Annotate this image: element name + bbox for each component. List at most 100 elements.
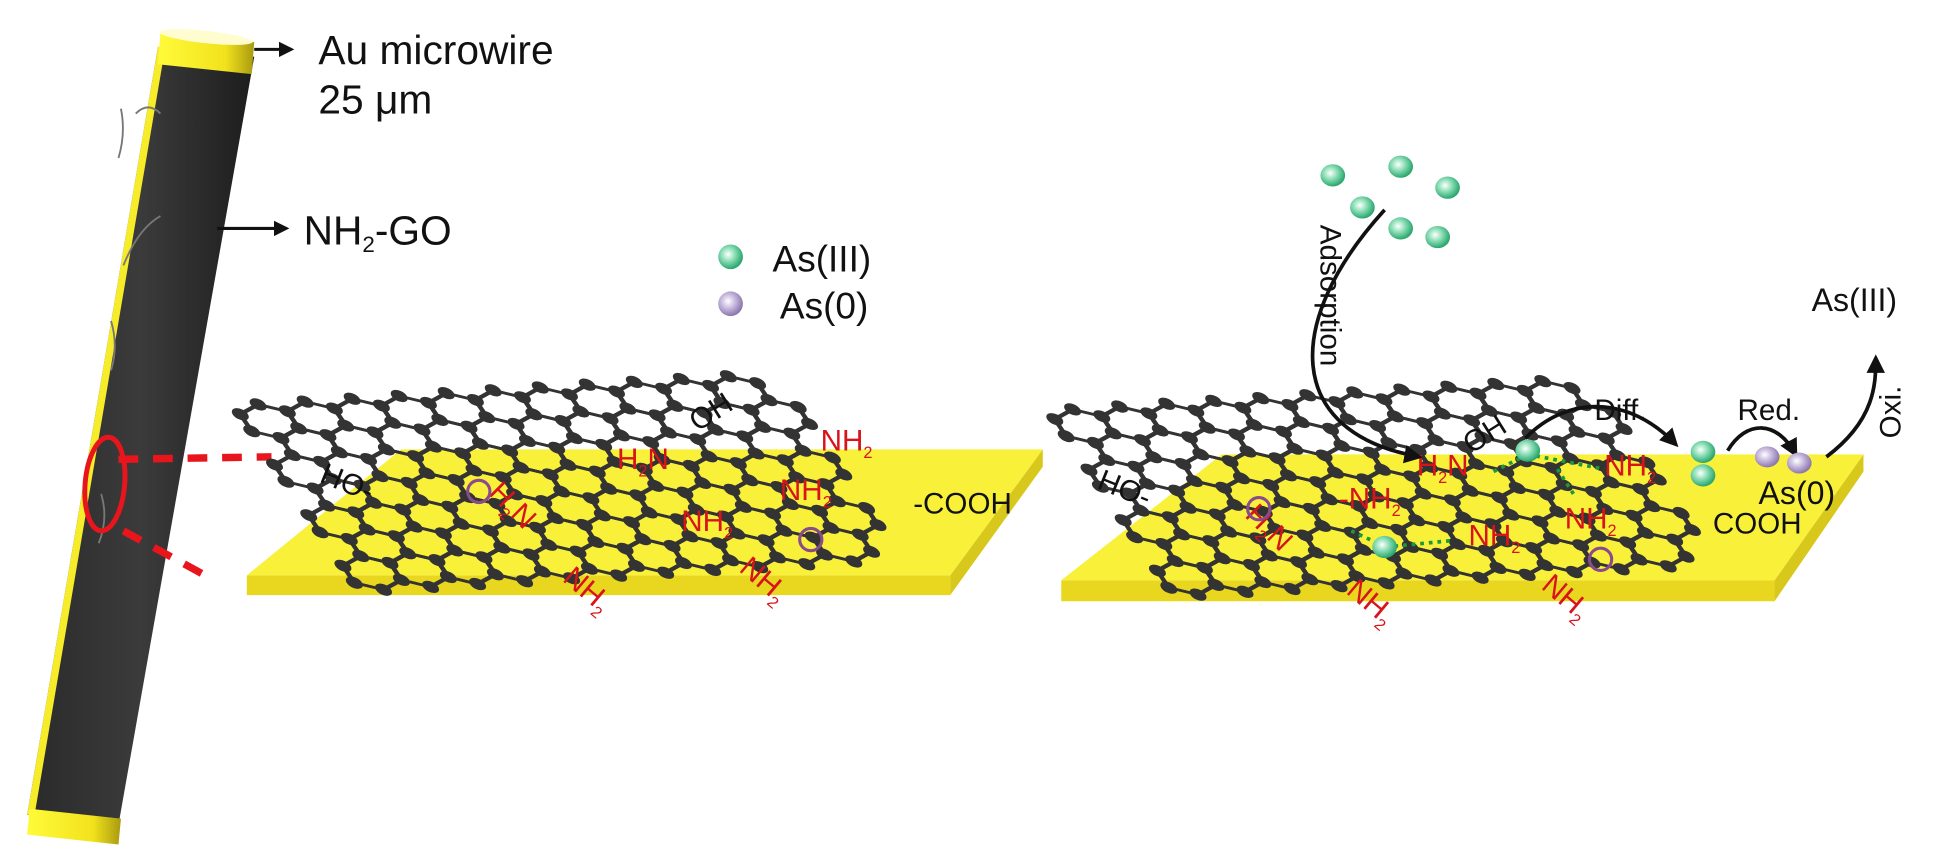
carbon-atom: [565, 431, 583, 445]
carbon-atom: [722, 553, 740, 567]
carbon-atom: [1542, 532, 1560, 545]
carbon-atom: [494, 471, 512, 484]
carbon-atom: [1315, 449, 1333, 462]
carbon-atom: [1484, 518, 1502, 531]
carbon-atom: [1615, 422, 1633, 435]
carbon-atom: [1133, 434, 1151, 447]
carbon-atom: [1330, 580, 1348, 593]
carbon-atom: [1252, 391, 1270, 405]
carbon-atom: [1140, 407, 1158, 420]
carbon-atom: [1414, 487, 1432, 500]
carbon-atom: [337, 419, 355, 432]
as3-ion: [1515, 439, 1541, 462]
carbon-atom: [1390, 523, 1408, 537]
carbon-atom: [548, 441, 566, 454]
carbon-atom: [352, 549, 370, 563]
carbon-atom: [1349, 499, 1367, 513]
wire-body: [27, 46, 255, 825]
carbon-atom: [1221, 455, 1239, 468]
amine-label: NH2: [1565, 502, 1617, 539]
carbon-atom: [601, 412, 619, 425]
carbon-atom: [663, 539, 681, 553]
carbon-atom: [518, 434, 536, 447]
amine-label: NH2: [1604, 449, 1656, 486]
carbon-atom: [1421, 460, 1439, 473]
carbon-atom: [394, 503, 412, 516]
carbon-atom: [776, 454, 794, 467]
carbon-atom: [704, 563, 722, 577]
carbon-atom: [1625, 509, 1643, 523]
carbon-atom: [595, 438, 613, 452]
carbon-atom: [1232, 471, 1250, 485]
amine-label: NH2: [1469, 520, 1521, 557]
carbon-atom: [845, 555, 863, 568]
carbon-atom: [1502, 508, 1520, 521]
carbon-atom: [1495, 535, 1513, 548]
carbon-atom: [1463, 414, 1481, 427]
carbon-atom: [689, 433, 707, 446]
carbon-atom: [655, 382, 673, 396]
carbon-atom: [405, 520, 423, 533]
carbon-atom: [572, 405, 590, 418]
carbon-atom: [1242, 558, 1260, 572]
carbon-atom: [375, 583, 393, 596]
carbon-atom: [1148, 564, 1166, 577]
carbon-atom: [1322, 422, 1340, 436]
carbon-atom: [381, 556, 399, 570]
carbon-atom: [1086, 436, 1104, 450]
carbon-atom: [1114, 514, 1132, 527]
carbon-atom: [1568, 425, 1586, 438]
carbon-atom: [1525, 542, 1543, 555]
carbon-atom: [1208, 508, 1226, 521]
legend: As(III) As(0): [718, 238, 871, 327]
hydroxyl-label: OH: [683, 387, 738, 439]
adsorption-arrow: [1310, 208, 1423, 464]
carbon-atom: [1437, 521, 1455, 534]
zoom-line-top: [118, 453, 272, 464]
carbon-atom: [434, 527, 452, 540]
carbon-atom: [1375, 393, 1393, 406]
carbon-atom: [345, 576, 363, 589]
legend-as0-label: As(0): [780, 285, 868, 327]
carbon-atom: [1138, 477, 1156, 490]
carbon-atom: [757, 534, 775, 547]
carbon-atom: [835, 468, 853, 481]
plate-side: [1774, 454, 1864, 602]
carbon-atom: [412, 493, 430, 506]
reduction-arrow: [1726, 426, 1798, 458]
amine-label: NH2: [780, 474, 832, 511]
carbon-atom: [1440, 380, 1458, 393]
carbon-atom: [387, 530, 405, 543]
carbon-atom: [501, 444, 519, 457]
carbon-atom: [1179, 501, 1197, 514]
zoom-line-bottom: [121, 527, 212, 582]
arsenic-species: [466, 155, 1812, 572]
as3-ion: [1388, 217, 1413, 240]
carbon-atom: [231, 408, 249, 421]
product-as3-label: As(III): [1812, 282, 1898, 318]
carbon-atom: [1155, 537, 1173, 551]
as3-ion: [1320, 164, 1346, 187]
carbon-atom: [1234, 401, 1252, 415]
carbon-atom: [1301, 573, 1319, 586]
carbon-atom: [770, 480, 788, 494]
carbon-atom: [1339, 412, 1357, 426]
carbon-atom: [1474, 431, 1492, 444]
carbon-atom: [1158, 397, 1176, 410]
legend-as3-marker: [718, 244, 743, 270]
carbon-atom: [728, 527, 746, 540]
carbon-atom: [528, 521, 546, 535]
carbon-atom: [811, 504, 829, 518]
carbon-atom: [1173, 528, 1191, 541]
as0-atom: [1754, 446, 1780, 468]
carboxyl-label: COOH: [1713, 507, 1802, 540]
carbon-atom: [1292, 415, 1310, 429]
carbon-atom: [343, 392, 361, 405]
carbon-atom: [1455, 511, 1473, 524]
carbon-atom: [1227, 428, 1245, 441]
carbon-atom: [1239, 445, 1257, 458]
carbon-atom: [358, 523, 376, 536]
carbon-atom: [1080, 463, 1098, 476]
carbon-atom: [1396, 497, 1414, 510]
carbon-atom: [407, 450, 425, 463]
